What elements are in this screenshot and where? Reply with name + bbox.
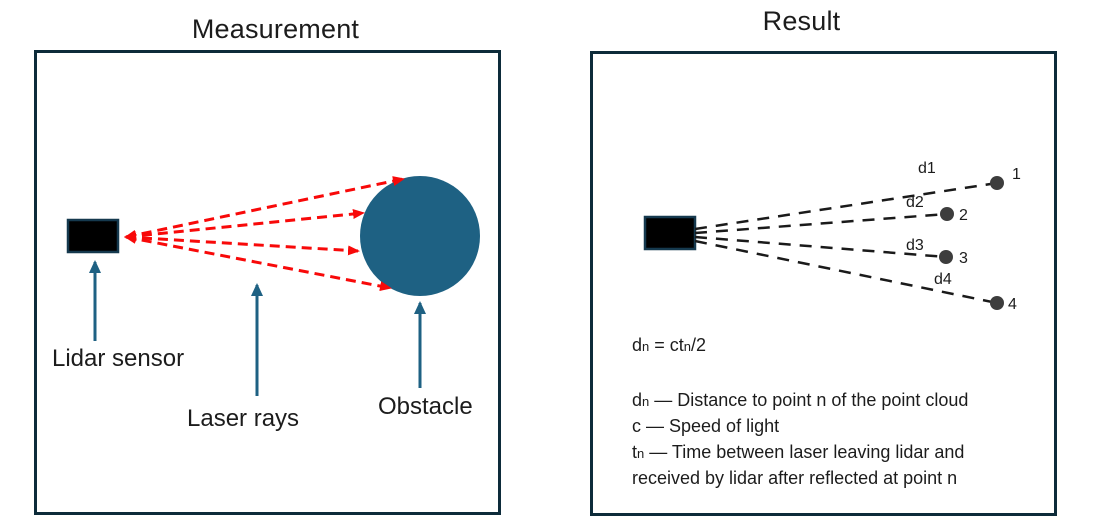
definition-text: — Speed of light [641, 416, 780, 436]
obstacle-label: Obstacle [378, 393, 473, 420]
distance-formula: dn = ctn/2 [632, 335, 706, 356]
definition-line: tn — Time between laser leaving lidar an… [632, 440, 968, 466]
definition-text: — Distance to point n of the point cloud [649, 390, 969, 410]
formula-equals-ct: = ct [649, 335, 684, 355]
distance-label: d4 [934, 271, 952, 288]
distance-label: d2 [906, 194, 924, 211]
definitions-block: dn — Distance to point n of the point cl… [632, 388, 968, 492]
definition-term-subscript: n [637, 446, 645, 461]
result-ray [694, 212, 948, 235]
distance-label: d3 [906, 237, 924, 254]
point-number-label: 3 [959, 250, 968, 267]
definition-term: c [632, 416, 641, 436]
point-dot [940, 207, 954, 221]
formula-d-subscript: n [642, 339, 650, 354]
point-dot [990, 296, 1004, 310]
distance-label: d1 [918, 160, 936, 177]
laser-ray [124, 233, 392, 292]
obstacle-circle [360, 176, 480, 296]
measurement-diagram [66, 176, 480, 396]
formula-t-subscript: n [683, 339, 691, 354]
definition-line: c — Speed of light [632, 414, 968, 440]
formula-d-term: d [632, 335, 643, 355]
result-panel-title: Result [762, 6, 841, 36]
laser-rays-label: Laser rays [187, 405, 300, 432]
formula-divide-2: /2 [691, 335, 707, 355]
point-number-label: 2 [959, 207, 968, 224]
definition-term: t [632, 442, 638, 462]
point-number-label: 4 [1008, 296, 1017, 313]
point-dot [990, 176, 1004, 190]
point-number-label: 1 [1012, 166, 1021, 183]
laser-ray [124, 209, 365, 241]
result-diagram [643, 176, 1004, 310]
result-ray [694, 181, 998, 231]
result-ray [694, 239, 998, 305]
definition-term: d [632, 390, 643, 410]
result-panel-box: d1 d2 d3 d4 1 2 3 4 dn = ctn/2 dn — Dist… [590, 51, 1057, 516]
definition-text: received by lidar after reflected at poi… [632, 468, 958, 488]
definition-line: received by lidar after reflected at poi… [632, 466, 968, 492]
definition-text: — Time between laser leaving lidar and [644, 442, 965, 462]
lidar-sensor-rect [66, 218, 120, 254]
measurement-panel-box: Lidar sensor Laser rays Obstacle [34, 50, 501, 515]
definition-term-subscript: n [642, 394, 650, 409]
measurement-panel-title: Measurement [191, 14, 360, 44]
point-dot [939, 250, 953, 264]
definition-line: dn — Distance to point n of the point cl… [632, 388, 968, 414]
lidar-sensor-rect [643, 215, 697, 251]
lidar-sensor-label: Lidar sensor [52, 345, 185, 372]
